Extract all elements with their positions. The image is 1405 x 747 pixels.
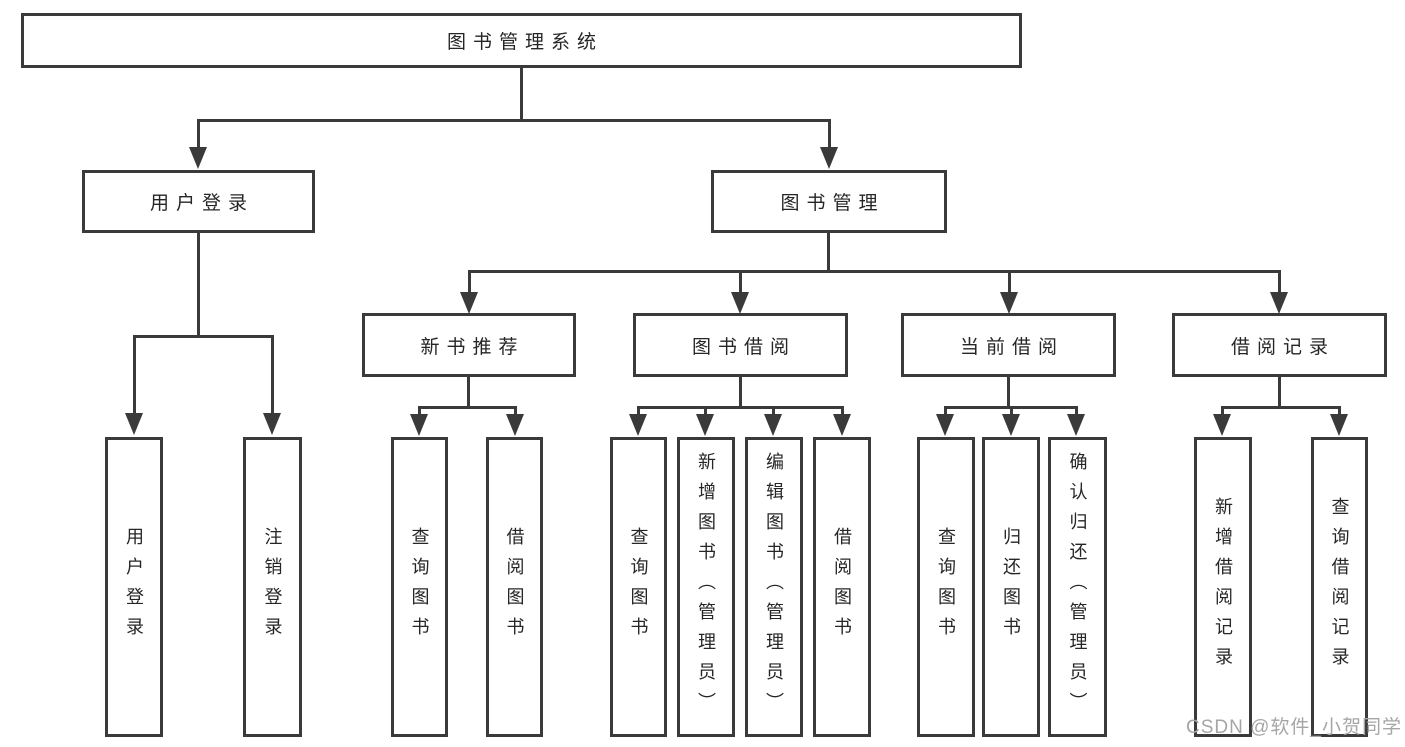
arrow-down-icon <box>696 414 714 436</box>
connector-vline <box>1010 406 1013 416</box>
leaf-label: 查询图书 <box>409 527 430 647</box>
arrow-down-icon <box>1270 292 1288 314</box>
arrow-down-icon <box>506 414 524 436</box>
leaf-borrow-books-borrowing: 借阅图书 <box>813 437 871 737</box>
connector-vline <box>1221 406 1224 416</box>
leaf-label: 借阅图书 <box>832 527 852 647</box>
connector-vline <box>944 406 947 416</box>
connector-hline <box>468 270 1281 273</box>
leaf-logout: 注销登录 <box>243 437 302 737</box>
connector-vline <box>514 406 517 416</box>
arrow-down-icon <box>731 292 749 314</box>
connector-vline <box>637 406 640 416</box>
connector-vline <box>827 233 830 272</box>
connector-vline <box>1007 377 1010 409</box>
node-book-borrowing: 图书借阅 <box>633 313 848 377</box>
connector-vline <box>1338 406 1341 416</box>
arrow-down-icon <box>1000 292 1018 314</box>
connector-vline <box>1278 377 1281 409</box>
arrow-down-icon <box>1067 414 1085 436</box>
connector-vline <box>1008 270 1011 296</box>
arrow-down-icon <box>1002 414 1020 436</box>
leaf-label: 查询图书 <box>936 527 956 647</box>
connector-hline <box>133 335 274 338</box>
leaf-label: 用户登录 <box>124 527 144 647</box>
connector-vline <box>704 406 707 416</box>
connector-vline <box>133 335 136 415</box>
leaf-label: 借阅图书 <box>504 527 525 647</box>
leaf-label: 新增借阅记录 <box>1213 497 1233 677</box>
arrow-down-icon <box>263 413 281 435</box>
connector-vline <box>467 377 470 409</box>
node-new-book-recommend: 新书推荐 <box>362 313 576 377</box>
arrow-down-icon <box>629 414 647 436</box>
connector-vline <box>828 119 831 151</box>
connector-vline <box>739 377 742 409</box>
leaf-query-borrow-record: 查询借阅记录 <box>1311 437 1368 737</box>
connector-vline <box>271 335 274 415</box>
connector-vline <box>1075 406 1078 416</box>
leaf-label: 注销登录 <box>262 527 283 647</box>
arrow-down-icon <box>189 147 207 169</box>
arrow-down-icon <box>1330 414 1348 436</box>
arrow-down-icon <box>833 414 851 436</box>
node-book-management: 图书管理 <box>711 170 947 233</box>
arrow-down-icon <box>1213 414 1231 436</box>
connector-vline <box>418 406 421 416</box>
connector-hline <box>637 406 844 409</box>
arrow-down-icon <box>820 147 838 169</box>
node-current-borrowing: 当前借阅 <box>901 313 1116 377</box>
leaf-label: 确认归还（管理员） <box>1067 452 1088 722</box>
leaf-label: 查询借阅记录 <box>1329 497 1350 677</box>
connector-vline <box>739 270 742 296</box>
leaf-borrow-books-recommend: 借阅图书 <box>486 437 543 737</box>
leaf-query-books-borrowing: 查询图书 <box>610 437 667 737</box>
connector-vline <box>197 233 200 338</box>
leaf-query-books-current: 查询图书 <box>917 437 975 737</box>
leaf-user-login: 用户登录 <box>105 437 163 737</box>
connector-vline <box>1278 270 1281 296</box>
arrow-down-icon <box>460 292 478 314</box>
arrow-down-icon <box>764 414 782 436</box>
leaf-label: 归还图书 <box>1001 527 1021 647</box>
leaf-confirm-return-admin: 确认归还（管理员） <box>1048 437 1107 737</box>
leaf-add-borrow-record: 新增借阅记录 <box>1194 437 1252 737</box>
node-user-login: 用户登录 <box>82 170 315 233</box>
connector-hline <box>197 119 831 122</box>
watermark: CSDN @软件_小贺同学 <box>1186 717 1402 738</box>
connector-vline <box>197 119 200 151</box>
node-borrowing-records: 借阅记录 <box>1172 313 1387 377</box>
leaf-query-books-recommend: 查询图书 <box>391 437 448 737</box>
connector-vline <box>468 270 471 296</box>
leaf-edit-book-admin: 编辑图书（管理员） <box>745 437 803 737</box>
connector-vline <box>841 406 844 416</box>
leaf-label: 新增图书（管理员） <box>696 452 716 722</box>
leaf-add-book-admin: 新增图书（管理员） <box>677 437 735 737</box>
arrow-down-icon <box>410 414 428 436</box>
connector-vline <box>520 68 523 121</box>
arrow-down-icon <box>125 413 143 435</box>
leaf-label: 查询图书 <box>628 527 649 647</box>
connector-vline <box>772 406 775 416</box>
arrow-down-icon <box>936 414 954 436</box>
connector-hline <box>418 406 517 409</box>
leaf-return-book: 归还图书 <box>982 437 1040 737</box>
leaf-label: 编辑图书（管理员） <box>764 452 784 722</box>
connector-hline <box>1221 406 1341 409</box>
node-library-system: 图书管理系统 <box>21 13 1022 68</box>
